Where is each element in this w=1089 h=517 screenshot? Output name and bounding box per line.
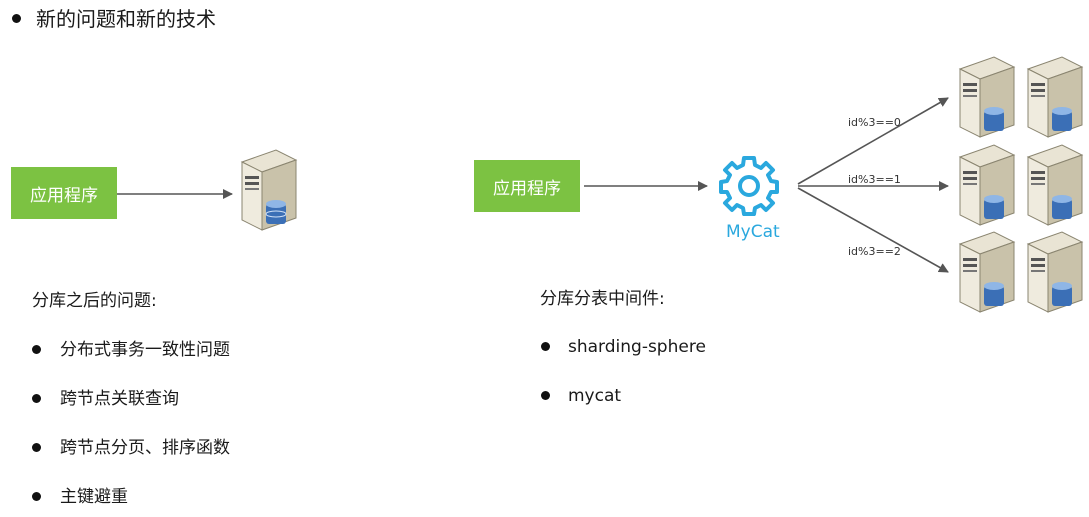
right-section-title: 分库分表中间件: [540, 289, 665, 309]
left-item-0: 分布式事务一致性问题 [60, 340, 230, 360]
left-item-2: 跨节点分页、排序函数 [60, 438, 230, 458]
left-app-box: 应用程序 [11, 167, 117, 219]
page-title: 新的问题和新的技术 [36, 7, 216, 31]
server-icon [954, 230, 1018, 314]
route-arrow-0 [797, 97, 949, 185]
route-label-2: id%3==2 [848, 245, 901, 258]
route-label-0: id%3==0 [848, 116, 901, 129]
right-item-bullet [541, 342, 550, 351]
right-app-box: 应用程序 [474, 160, 580, 212]
right-item-0: sharding-sphere [568, 337, 706, 357]
left-item-bullet [32, 492, 41, 501]
server-icon [954, 55, 1018, 139]
server-icon [1022, 143, 1086, 227]
left-item-1: 跨节点关联查询 [60, 389, 179, 409]
title-bullet [12, 14, 21, 23]
mycat-label: MyCat [726, 222, 780, 242]
server-icon [1022, 55, 1086, 139]
left-section-title: 分库之后的问题: [32, 291, 157, 311]
server-icon [1022, 230, 1086, 314]
left-item-bullet [32, 394, 41, 403]
gear-icon [714, 151, 784, 221]
left-item-bullet [32, 345, 41, 354]
route-arrow-2 [797, 187, 949, 273]
server-icon [954, 143, 1018, 227]
right-item-bullet [541, 391, 550, 400]
server-icon [236, 148, 300, 232]
left-item-bullet [32, 443, 41, 452]
route-label-1: id%3==1 [848, 173, 901, 186]
right-item-1: mycat [568, 386, 622, 406]
left-item-3: 主键避重 [60, 487, 128, 507]
